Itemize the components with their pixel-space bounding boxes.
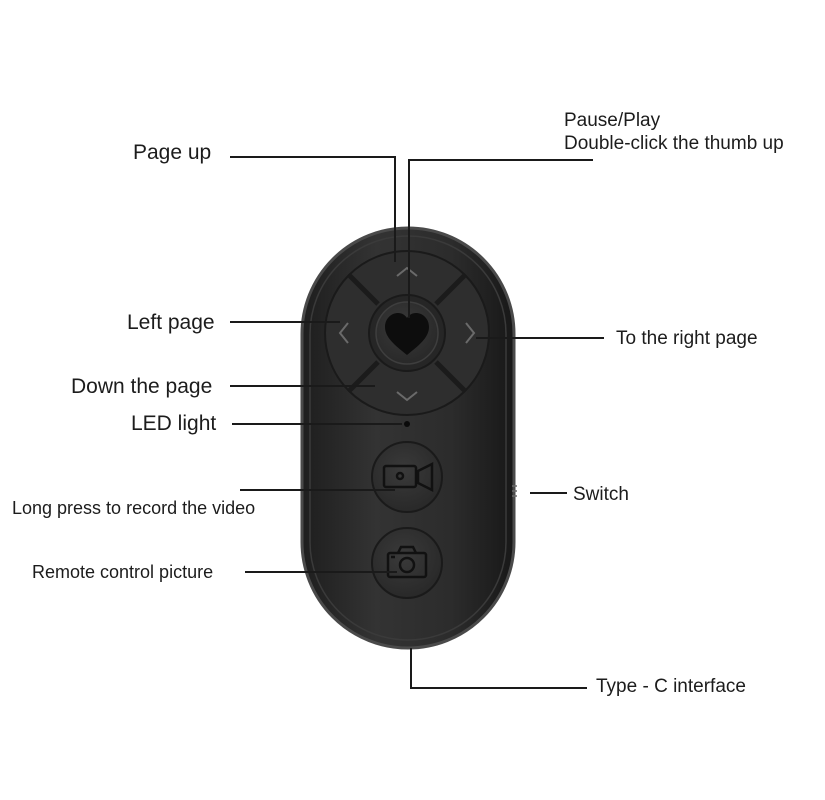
chevron-left-icon[interactable] (338, 322, 349, 344)
label-page-up: Page up (133, 141, 212, 164)
chevron-right-icon[interactable] (465, 322, 476, 344)
label-left-page: Left page (127, 311, 215, 334)
leader-type-c (410, 648, 587, 689)
video-button[interactable] (371, 441, 443, 513)
label-pause-play: Pause/Play (564, 110, 661, 131)
leader-lines (230, 156, 604, 689)
leader-page-up (230, 156, 396, 262)
camera-button[interactable] (371, 527, 443, 599)
heart-icon (385, 313, 429, 355)
leader-pause-play (408, 159, 593, 318)
label-remote-picture: Remote control picture (32, 562, 214, 582)
camera-icon (386, 545, 428, 579)
chevron-up-icon[interactable] (396, 266, 418, 277)
label-right-page: To the right page (616, 328, 758, 349)
label-switch: Switch (573, 484, 629, 505)
label-record-video: Long press to record the video (12, 498, 256, 518)
label-led-light: LED light (131, 412, 217, 435)
video-camera-icon (382, 461, 434, 493)
side-switch[interactable] (512, 485, 517, 497)
label-down-page: Down the page (71, 375, 213, 398)
led-indicator (404, 421, 410, 427)
label-type-c: Type - C interface (596, 676, 746, 697)
label-double-click: Double-click the thumb up (564, 133, 784, 154)
chevron-down-icon[interactable] (396, 391, 418, 402)
